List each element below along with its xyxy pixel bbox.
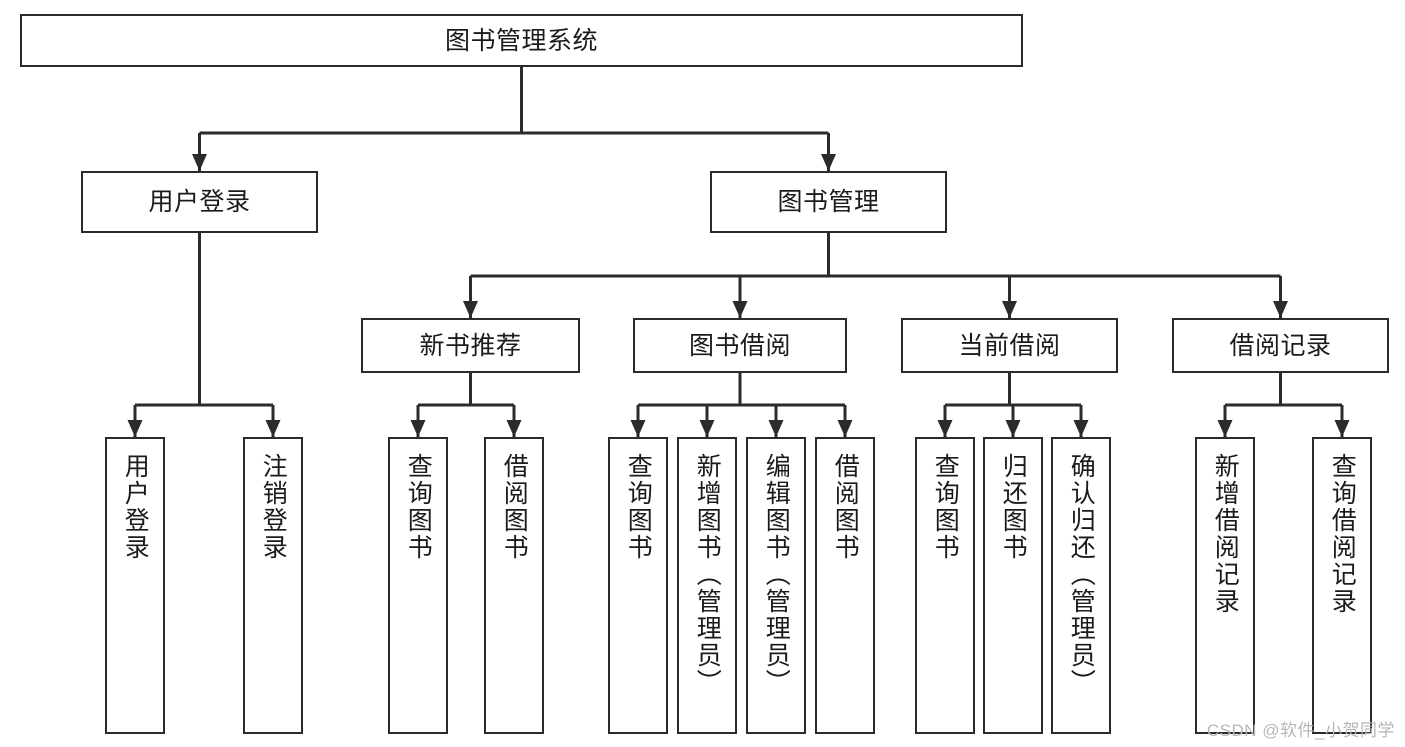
node-label-leaf-user-login: 用户登录 bbox=[121, 453, 150, 561]
node-label-leaf-query-book-3: 查询图书 bbox=[931, 453, 960, 561]
node-leaf-edit-book[interactable]: 编辑图书（管理员） bbox=[746, 437, 806, 734]
node-leaf-borrow-book-2[interactable]: 借阅图书 bbox=[815, 437, 875, 734]
node-label-book-borrow: 图书借阅 bbox=[688, 331, 791, 360]
node-label-leaf-confirm-return: 确认归还（管理员） bbox=[1067, 453, 1096, 696]
node-label-leaf-query-book-1: 查询图书 bbox=[404, 453, 433, 561]
node-leaf-logout-login[interactable]: 注销登录 bbox=[243, 437, 303, 734]
node-label-user-login: 用户登录 bbox=[148, 188, 251, 216]
arrowhead-book-borrow bbox=[732, 301, 748, 318]
node-leaf-query-book-3[interactable]: 查询图书 bbox=[915, 437, 975, 734]
arrowhead-leaf-user-login bbox=[127, 420, 143, 437]
node-label-leaf-add-book: 新增图书（管理员） bbox=[693, 453, 722, 696]
node-label-root: 图书管理系统 bbox=[444, 26, 598, 55]
arrowhead-leaf-query-book-3 bbox=[937, 420, 953, 437]
node-leaf-return-book[interactable]: 归还图书 bbox=[983, 437, 1043, 734]
node-label-leaf-edit-book: 编辑图书（管理员） bbox=[762, 453, 791, 696]
arrowhead-current-borrow bbox=[1002, 301, 1017, 318]
node-leaf-borrow-book-1[interactable]: 借阅图书 bbox=[484, 437, 544, 734]
node-user-login[interactable]: 用户登录 bbox=[81, 171, 318, 233]
arrowhead-leaf-query-book-1 bbox=[410, 420, 426, 437]
arrowhead-leaf-borrow-book-1 bbox=[506, 420, 522, 437]
node-leaf-confirm-return[interactable]: 确认归还（管理员） bbox=[1051, 437, 1111, 734]
arrowhead-leaf-edit-book bbox=[768, 420, 784, 437]
arrowhead-leaf-logout-login bbox=[265, 420, 281, 437]
arrowhead-leaf-add-book bbox=[699, 420, 715, 437]
arrowhead-new-book-rec bbox=[463, 301, 478, 318]
node-leaf-query-book-2[interactable]: 查询图书 bbox=[608, 437, 668, 734]
node-label-leaf-add-record: 新增借阅记录 bbox=[1211, 453, 1240, 615]
arrowhead-leaf-borrow-book-2 bbox=[837, 420, 853, 437]
arrowhead-borrow-record bbox=[1273, 301, 1288, 318]
node-leaf-add-book[interactable]: 新增图书（管理员） bbox=[677, 437, 737, 734]
node-root[interactable]: 图书管理系统 bbox=[20, 14, 1023, 67]
node-book-borrow[interactable]: 图书借阅 bbox=[633, 318, 847, 373]
node-label-leaf-return-book: 归还图书 bbox=[999, 453, 1028, 561]
node-book-manage[interactable]: 图书管理 bbox=[710, 171, 947, 233]
node-leaf-user-login[interactable]: 用户登录 bbox=[105, 437, 165, 734]
arrowhead-book-manage bbox=[821, 154, 836, 171]
node-label-leaf-query-book-2: 查询图书 bbox=[624, 453, 653, 561]
watermark-label: CSDN @软件_小贺同学 bbox=[1206, 721, 1395, 740]
node-label-leaf-borrow-book-2: 借阅图书 bbox=[831, 453, 860, 561]
arrowhead-leaf-query-book-2 bbox=[630, 420, 646, 437]
node-label-leaf-borrow-book-1: 借阅图书 bbox=[500, 453, 529, 561]
node-leaf-query-record[interactable]: 查询借阅记录 bbox=[1312, 437, 1372, 734]
node-label-new-book-rec: 新书推荐 bbox=[419, 331, 522, 360]
node-current-borrow[interactable]: 当前借阅 bbox=[901, 318, 1118, 373]
node-leaf-query-book-1[interactable]: 查询图书 bbox=[388, 437, 448, 734]
node-label-leaf-query-record: 查询借阅记录 bbox=[1328, 453, 1357, 615]
node-label-leaf-logout-login: 注销登录 bbox=[259, 453, 288, 561]
node-leaf-add-record[interactable]: 新增借阅记录 bbox=[1195, 437, 1255, 734]
node-label-current-borrow: 当前借阅 bbox=[958, 331, 1061, 360]
arrowhead-leaf-query-record bbox=[1334, 420, 1350, 437]
node-label-book-manage: 图书管理 bbox=[777, 188, 880, 216]
arrowhead-leaf-add-record bbox=[1217, 420, 1233, 437]
arrowhead-leaf-return-book bbox=[1005, 420, 1021, 437]
node-new-book-rec[interactable]: 新书推荐 bbox=[361, 318, 580, 373]
node-label-borrow-record: 借阅记录 bbox=[1229, 331, 1332, 360]
arrowhead-user-login bbox=[192, 154, 207, 171]
node-borrow-record[interactable]: 借阅记录 bbox=[1172, 318, 1389, 373]
arrowhead-leaf-confirm-return bbox=[1073, 420, 1089, 437]
